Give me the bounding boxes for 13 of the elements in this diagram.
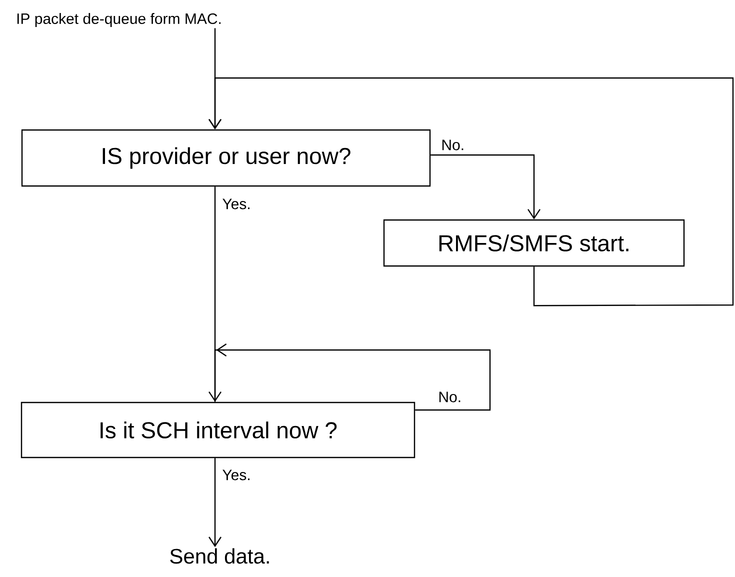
edge-label: No.	[440, 138, 466, 152]
arrow	[208, 458, 222, 548]
arrow	[208, 77, 734, 306]
process-box: Is it SCH interval now ?	[20, 402, 416, 458]
process-box: RMFS/SMFS start.	[383, 219, 685, 267]
arrow	[430, 154, 540, 220]
process-box: IS provider or user now?	[21, 129, 431, 187]
arrow	[208, 186, 222, 402]
text-label: Send data.	[170, 548, 269, 564]
edge-label: Yes.	[221, 468, 252, 482]
edge-label: Yes.	[221, 198, 252, 210]
text-label: IP packet de-queue form MAC.	[17, 13, 221, 27]
edge-label: No.	[437, 390, 463, 404]
